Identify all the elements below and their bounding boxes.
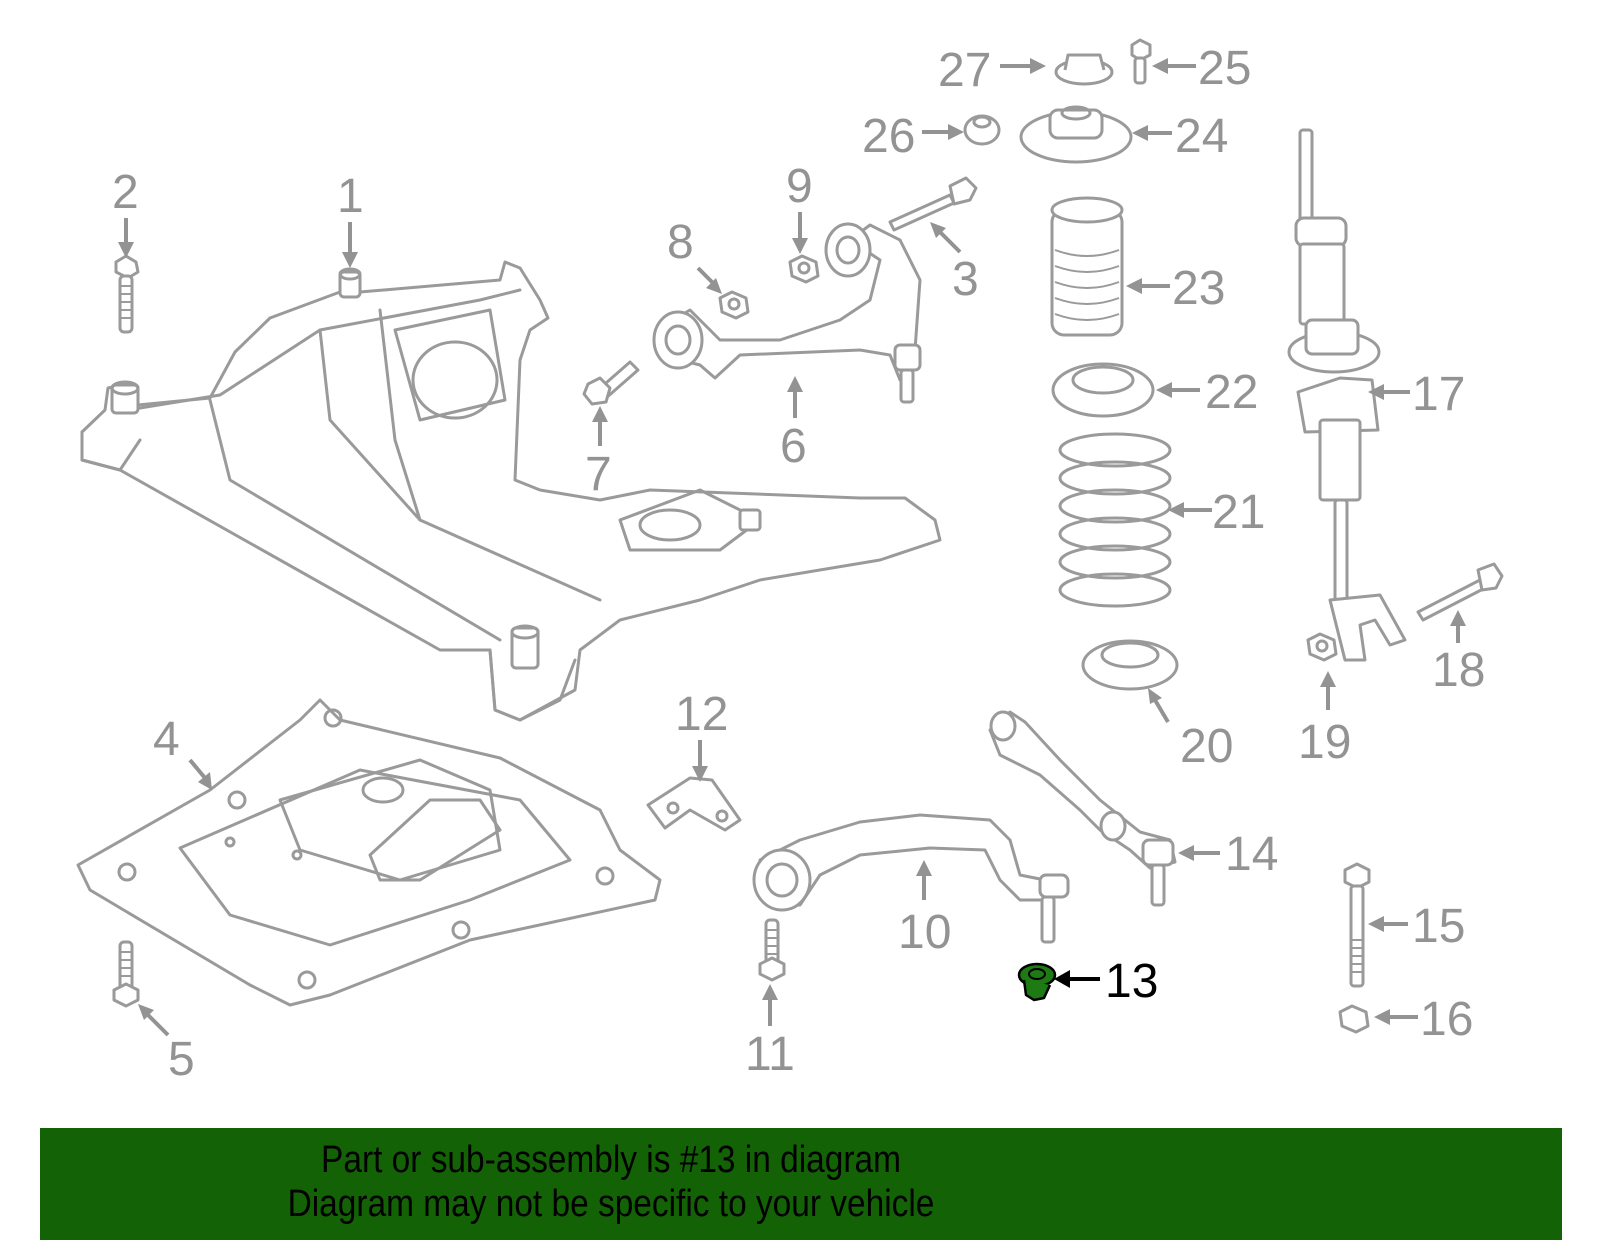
label-25: 25	[1198, 42, 1251, 95]
label-5: 5	[168, 1033, 195, 1086]
part-16-nut[interactable]	[1338, 1004, 1370, 1034]
label-18: 18	[1432, 644, 1485, 697]
label-12: 12	[675, 688, 728, 741]
part-27-cap[interactable]	[1054, 53, 1114, 86]
banner-disclaimer: Diagram may not be specific to your vehi…	[287, 1183, 935, 1225]
part-11-bolt[interactable]	[758, 918, 786, 982]
part-10-lower-control-arm[interactable]	[752, 813, 1070, 944]
label-17: 17	[1412, 368, 1465, 421]
label-13-highlighted: 13	[1105, 955, 1158, 1008]
part-6-upper-control-arm[interactable]	[652, 222, 922, 404]
info-banner: Part or sub-assembly is #13 in diagram D…	[40, 1128, 1562, 1240]
label-9: 9	[786, 160, 813, 213]
part-9-nut[interactable]	[788, 254, 820, 284]
callout-arrows	[118, 58, 1466, 1037]
part-7-bolt[interactable]	[582, 360, 640, 406]
label-19: 19	[1298, 716, 1351, 769]
part-labels: 1 2 3 4 5 6 7 8 9 10 11 12 13 14 15 16 1…	[112, 42, 1485, 1086]
part-8-nut[interactable]	[718, 290, 750, 320]
label-11: 11	[745, 1028, 795, 1081]
part-19-nut[interactable]	[1306, 632, 1338, 662]
part-13-nut-highlighted[interactable]	[1017, 962, 1057, 1002]
banner-part-notice: Part or sub-assembly is #13 in diagram	[321, 1139, 901, 1181]
part-21-coil-spring[interactable]	[1058, 432, 1172, 608]
part-26-nut[interactable]	[963, 114, 1001, 146]
part-4-shield[interactable]	[76, 698, 662, 1007]
part-1-subframe[interactable]	[80, 260, 942, 722]
part-12-bracket[interactable]	[646, 776, 742, 832]
label-10: 10	[898, 906, 951, 959]
part-5-bolt[interactable]	[112, 940, 140, 1008]
part-22-upper-spring-seat[interactable]	[1051, 362, 1155, 418]
label-4: 4	[153, 713, 180, 766]
label-14: 14	[1225, 828, 1278, 881]
label-6: 6	[780, 420, 807, 473]
part-25-bolt[interactable]	[1130, 38, 1152, 85]
part-14-tension-strut[interactable]	[988, 710, 1177, 907]
part-23-bump-stop[interactable]	[1050, 196, 1124, 337]
label-7: 7	[585, 448, 612, 501]
label-21: 21	[1212, 486, 1265, 539]
label-26: 26	[862, 110, 915, 163]
label-15: 15	[1412, 900, 1465, 953]
part-15-bolt[interactable]	[1343, 862, 1371, 988]
label-16: 16	[1420, 993, 1473, 1046]
part-18-bolt[interactable]	[1416, 562, 1504, 622]
label-3: 3	[952, 253, 979, 306]
label-27: 27	[938, 44, 991, 97]
label-24: 24	[1175, 110, 1228, 163]
part-17-strut[interactable]	[1287, 128, 1407, 662]
label-22: 22	[1205, 366, 1258, 419]
part-3-bolt[interactable]	[888, 176, 978, 232]
label-20: 20	[1180, 720, 1233, 773]
label-23: 23	[1172, 262, 1225, 315]
part-24-strut-mount[interactable]	[1019, 105, 1133, 164]
label-8: 8	[667, 216, 694, 269]
part-2-bolt[interactable]	[114, 254, 140, 334]
label-2: 2	[112, 166, 139, 219]
label-1: 1	[337, 170, 364, 223]
part-20-lower-spring-seat[interactable]	[1081, 639, 1179, 691]
